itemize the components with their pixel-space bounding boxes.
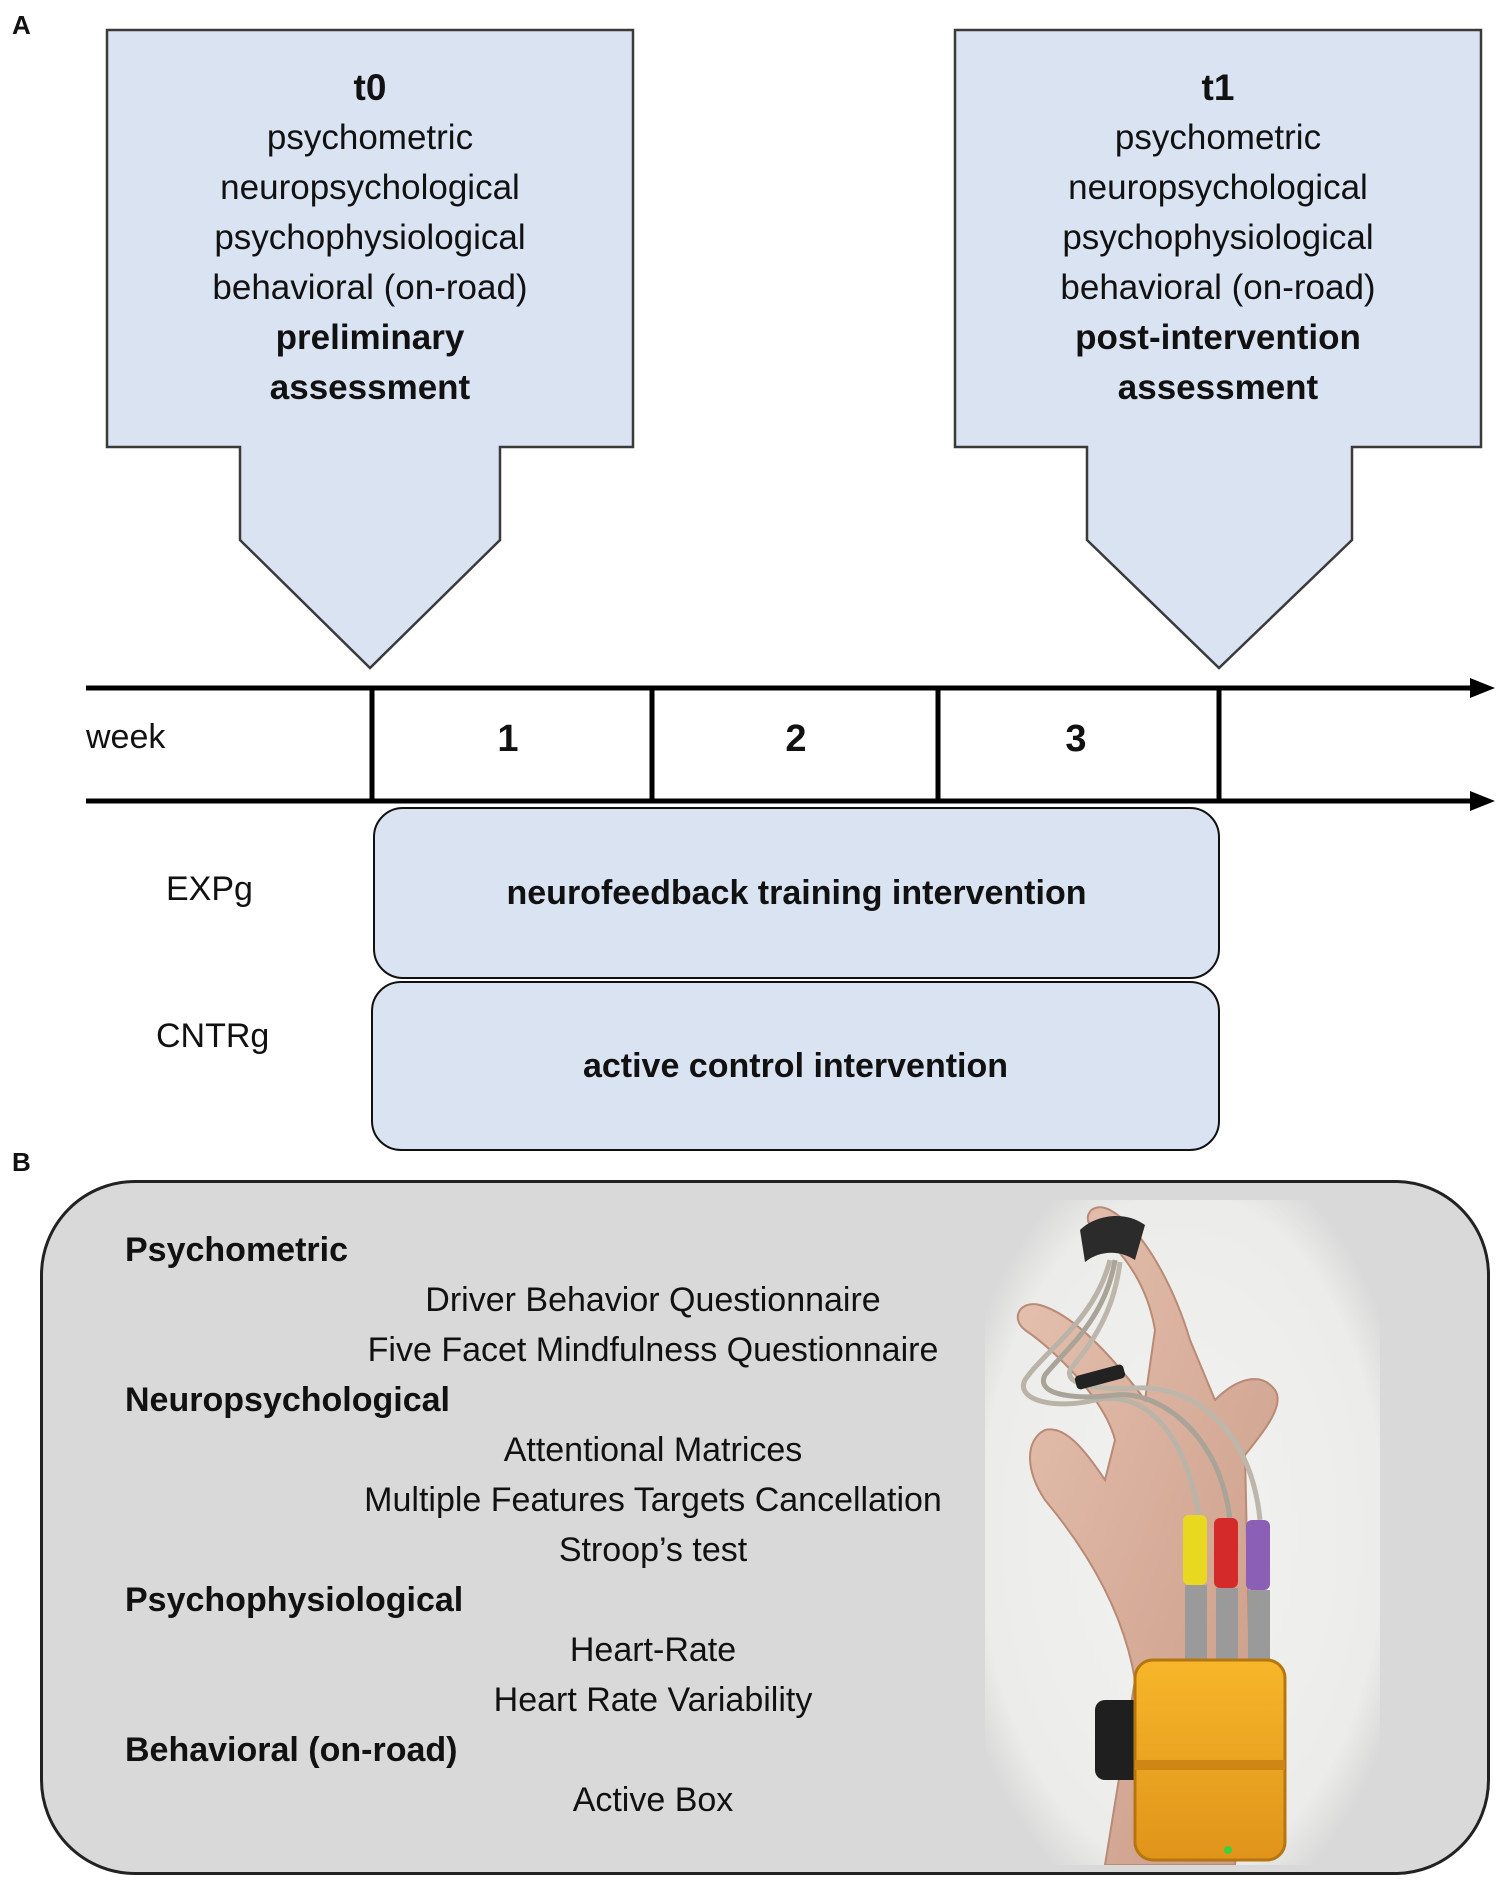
yellow-plug xyxy=(1183,1515,1207,1585)
sensor-cable xyxy=(1041,1259,1233,1521)
t0-measure: psychometric xyxy=(266,118,474,157)
timeline-top-arrowhead xyxy=(1470,678,1495,698)
device-clip xyxy=(1135,1760,1285,1770)
category-heading: Psychophysiological xyxy=(125,1581,464,1619)
category-heading: Psychometric xyxy=(125,1231,348,1269)
finger-sensor-wrap xyxy=(1080,1215,1145,1262)
measure-item: Stroop’s test xyxy=(558,1531,748,1569)
t0-assessment: preliminary xyxy=(275,318,465,357)
arrow-callouts xyxy=(86,28,1495,811)
t1-box-text: t1 psychometric neuropsychological psych… xyxy=(955,63,1481,413)
t0-title: t0 xyxy=(353,67,387,108)
measure-item: Heart-Rate xyxy=(569,1631,737,1669)
t1-assessment: assessment xyxy=(1117,368,1319,407)
measure-item: Driver Behavior Questionnaire xyxy=(425,1281,881,1319)
t1-title: t1 xyxy=(1201,67,1235,108)
t1-measure: neuropsychological xyxy=(1068,168,1368,207)
t0-box-text: t0 psychometric neuropsychological psych… xyxy=(107,63,633,413)
t0-arrow-callout xyxy=(105,28,635,670)
panel-label-a: A xyxy=(12,10,31,40)
category-heading: Neuropsychological xyxy=(125,1381,450,1419)
purple-plug xyxy=(1246,1520,1270,1590)
t0-assessment: assessment xyxy=(269,368,471,407)
measure-item: Active Box xyxy=(572,1781,734,1819)
t0-measure: neuropsychological xyxy=(220,168,520,207)
sensor-cable xyxy=(1021,1259,1203,1521)
t1-assessment: post-intervention xyxy=(1075,318,1361,357)
week-number: 1 xyxy=(497,718,519,760)
device-led xyxy=(1224,1846,1232,1854)
control-intervention-box: active control intervention xyxy=(371,981,1220,1151)
cable-connector xyxy=(1074,1364,1126,1390)
t1-measure: behavioral (on-road) xyxy=(1060,268,1376,307)
week-number: 3 xyxy=(1065,718,1087,760)
week-number: 2 xyxy=(785,718,807,760)
timeline-bottom-arrowhead xyxy=(1470,791,1495,811)
week-label: week xyxy=(86,718,166,756)
plug-socket xyxy=(1185,1585,1207,1660)
t1-measure: psychophysiological xyxy=(1062,218,1374,257)
t1-measure: psychometric xyxy=(1114,118,1322,157)
red-plug xyxy=(1214,1518,1238,1588)
exp-intervention-box: neurofeedback training intervention xyxy=(373,807,1220,979)
control-group-label: CNTRg xyxy=(156,1017,270,1055)
control-intervention-label: active control intervention xyxy=(582,1046,1009,1085)
exp-group-label: EXPg xyxy=(166,870,253,908)
sensor-cable xyxy=(1067,1261,1263,1521)
t0-measure: psychophysiological xyxy=(214,218,526,257)
panel-label-b: B xyxy=(12,1147,31,1177)
hand-device-photo xyxy=(985,1200,1380,1865)
plug-socket xyxy=(1216,1588,1238,1663)
exp-intervention-label: neurofeedback training intervention xyxy=(506,873,1087,912)
plug-socket xyxy=(1248,1590,1270,1665)
measure-item: Heart Rate Variability xyxy=(493,1681,813,1719)
measure-item: Multiple Features Targets Cancellation xyxy=(364,1481,942,1519)
category-heading: Behavioral (on-road) xyxy=(125,1731,458,1769)
t0-measure: behavioral (on-road) xyxy=(212,268,528,307)
t1-arrow-callout xyxy=(953,28,1483,670)
measure-item: Five Facet Mindfulness Questionnaire xyxy=(367,1331,939,1369)
measure-item: Attentional Matrices xyxy=(503,1431,803,1469)
